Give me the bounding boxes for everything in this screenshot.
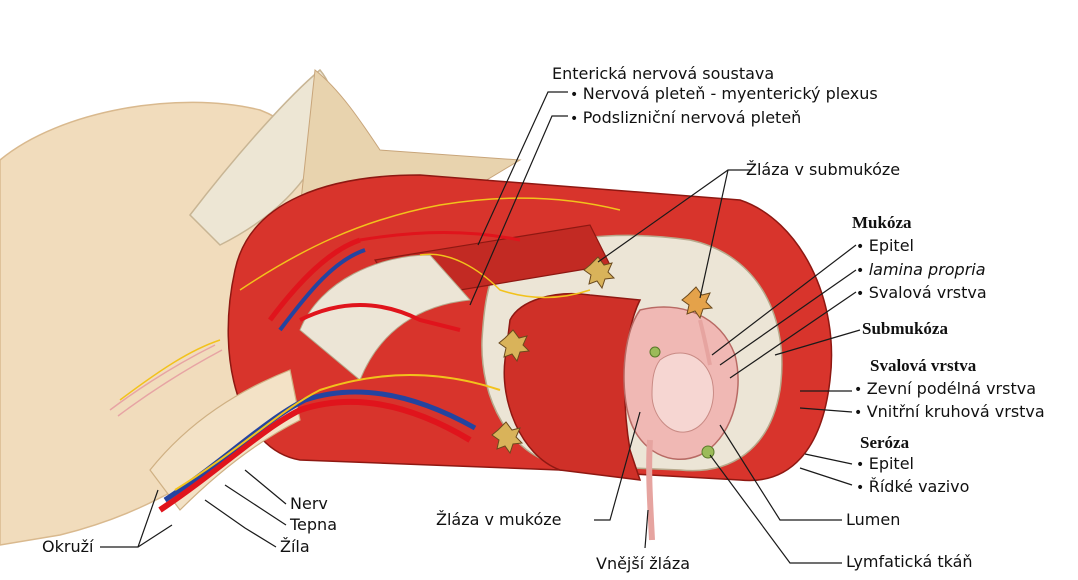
- label-serosa-epitel: Epitel: [856, 456, 914, 472]
- label-lamina-propria: lamina propria: [856, 262, 986, 278]
- lumen: [652, 353, 713, 432]
- label-nerve: Nerv: [290, 496, 328, 512]
- label-submucosal-plexus: Podslizniční nervová pleteň: [570, 110, 801, 126]
- label-serosa: Seróza: [860, 434, 909, 451]
- label-vein: Žíla: [280, 539, 310, 555]
- external-gland-duct: [649, 440, 652, 540]
- label-inner-circular: Vnitřní kruhová vrstva: [854, 404, 1045, 420]
- label-submucosal-gland: Žláza v submukóze: [746, 162, 900, 178]
- label-outer-longitudinal: Zevní podélná vrstva: [854, 381, 1036, 397]
- label-loose-tissue: Řídké vazivo: [856, 479, 969, 495]
- label-mucosa-epitel: Epitel: [856, 238, 914, 254]
- label-muscular-layer-mucosa: Svalová vrstva: [856, 285, 987, 301]
- label-mucosal-gland: Žláza v mukóze: [436, 512, 562, 528]
- label-muscularis: Svalová vrstva: [870, 357, 976, 374]
- label-mucosa: Mukóza: [852, 214, 912, 231]
- label-lymphatic-tissue: Lymfatická tkáň: [846, 554, 973, 570]
- label-lumen: Lumen: [846, 512, 900, 528]
- label-enteric-system: Enterická nervová soustava: [552, 66, 774, 82]
- label-artery: Tepna: [290, 517, 337, 533]
- label-external-gland: Vnější žláza: [596, 556, 690, 572]
- label-myenteric-plexus: Nervová pleteň - myenterický plexus: [570, 86, 878, 102]
- label-submucosa: Submukóza: [862, 320, 948, 337]
- label-mesentery: Okruží: [42, 539, 93, 555]
